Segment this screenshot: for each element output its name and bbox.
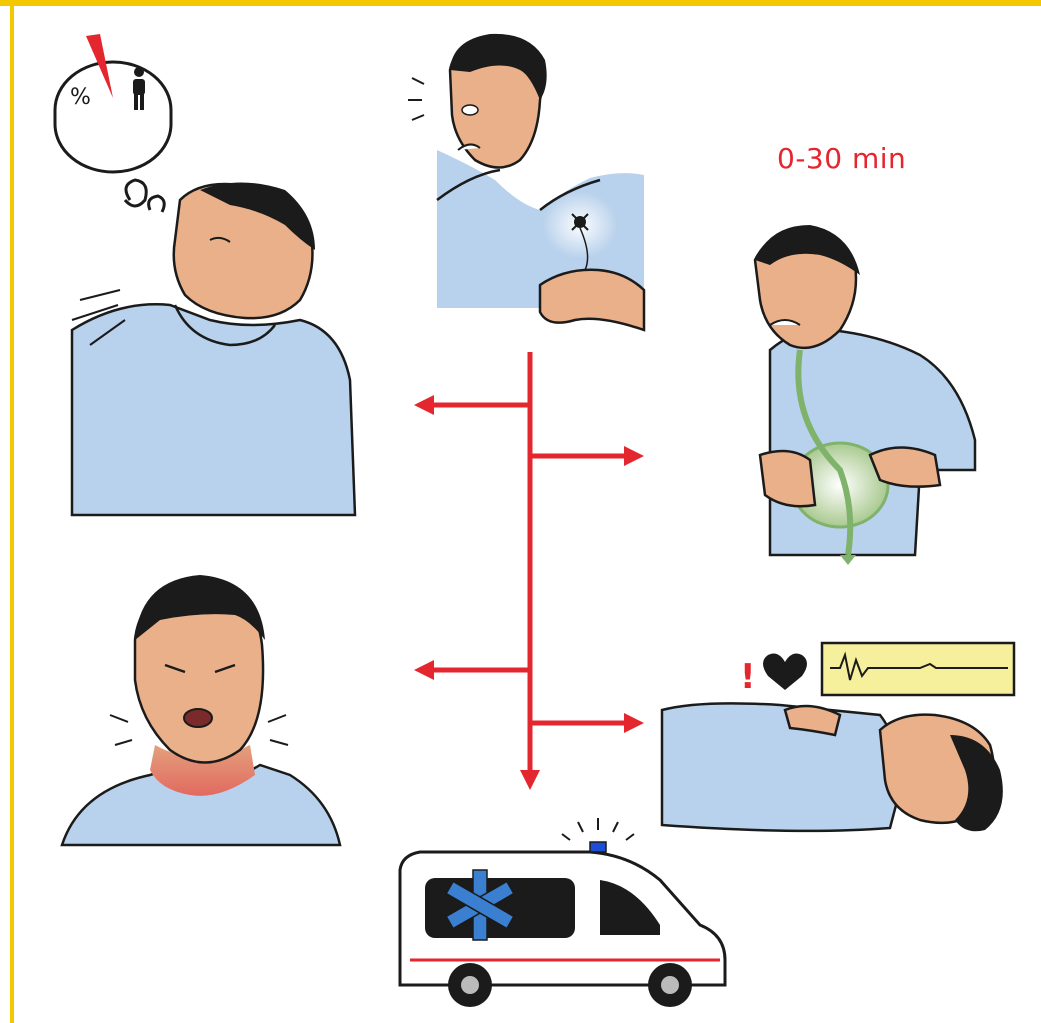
collapse-panel: !	[662, 643, 1014, 831]
dizziness-swirl-icon	[125, 180, 164, 212]
arrow-to-throat-swelling	[414, 660, 434, 680]
risk-percentage-dial-icon: %	[55, 34, 171, 172]
arrow-down-to-ambulance	[520, 770, 540, 790]
timeline-arrows	[414, 352, 644, 790]
throat-swelling-panel	[62, 575, 340, 845]
arrow-to-dizziness	[414, 395, 434, 415]
arrow-to-collapse	[624, 713, 644, 733]
abdominal-pain-panel	[755, 225, 975, 565]
ecg-monitor-icon	[822, 643, 1014, 695]
dizziness-panel	[72, 180, 355, 515]
heart-icon	[763, 654, 807, 690]
ambulance-icon	[400, 818, 725, 1007]
risk-percent-symbol: %	[70, 85, 91, 110]
insect-sting-panel	[408, 34, 644, 330]
alert-exclamation-icon: !	[740, 657, 756, 697]
arrow-to-abdominal-pain	[624, 446, 644, 466]
